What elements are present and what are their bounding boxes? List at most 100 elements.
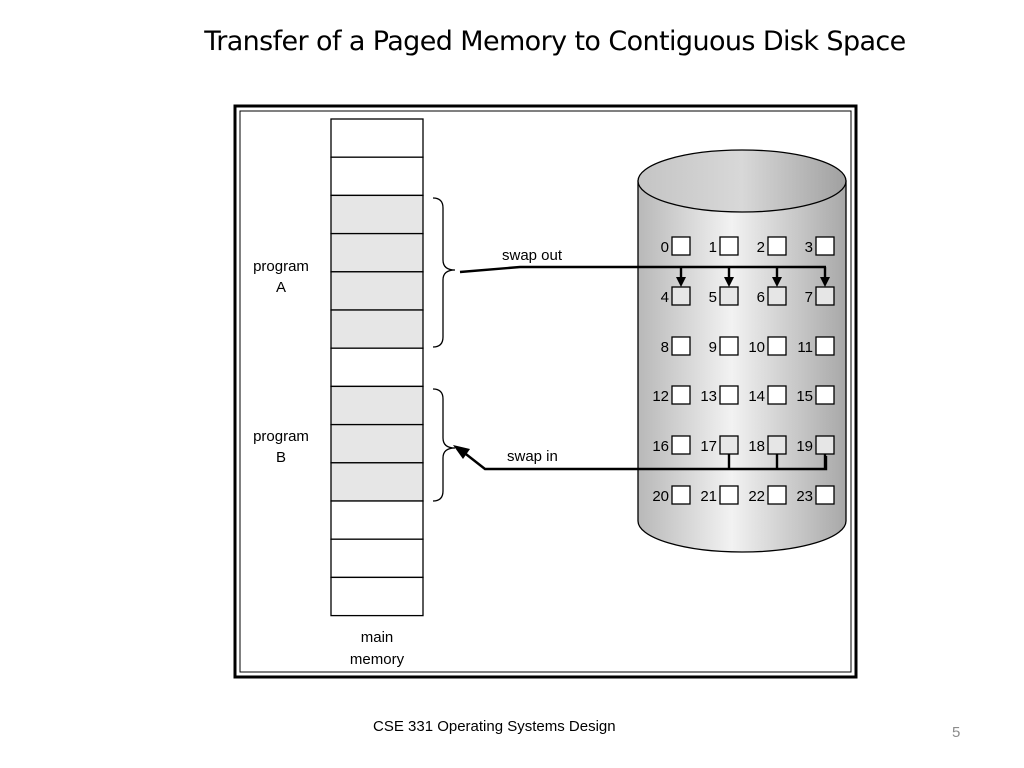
disk-block: 14 [748,385,787,405]
disk-block-box [767,236,787,256]
disk-block: 10 [748,336,787,356]
memory-frame [330,538,424,579]
disk-block-box [719,485,739,505]
disk-block-number: 16 [652,438,669,455]
disk-block-number: 14 [748,388,765,405]
disk-block: 17 [700,435,739,455]
disk-block-box [719,236,739,256]
slide-title: Transfer of a Paged Memory to Contiguous… [204,26,906,57]
disk-block: 21 [700,485,739,505]
disk-block-box [815,385,835,405]
memory-frame [330,500,424,540]
disk-block: 2 [757,236,787,256]
disk-block-number: 13 [700,388,717,405]
disk-block-number: 18 [748,438,765,455]
disk-block: 18 [748,435,787,455]
disk-block-box [671,336,691,356]
disk-block: 9 [709,336,739,356]
disk-block: 20 [652,485,691,505]
page-number: 5 [952,724,961,741]
memory-frame [330,232,424,273]
swap-in-arrow [453,445,828,471]
disk-block-box [767,385,787,405]
disk-block: 13 [700,385,739,405]
swap-out-arrowhead [676,277,686,287]
disk-block: 11 [797,336,835,356]
disk-block-number: 15 [796,388,813,405]
disk-block-box [719,336,739,356]
disk-block-box [719,286,739,306]
program-a-label-line2: A [276,279,286,296]
disk-block-number: 10 [748,339,765,356]
disk-block: 5 [709,286,739,306]
disk-block-box [767,435,787,455]
swap-out-arrowhead [820,277,830,287]
disk-block-box [719,435,739,455]
swap-out-arrow [459,265,830,287]
disk-block: 22 [748,485,787,505]
memory-frame [330,423,424,464]
slide-footer: CSE 331 Operating Systems Design [373,718,616,735]
disk-block-number: 21 [700,488,717,505]
disk-block-number: 12 [652,388,669,405]
swap-out-label: swap out [502,247,563,264]
disk-block-number: 8 [661,339,669,356]
disk-block-number: 0 [661,239,669,256]
disk-block-box [719,385,739,405]
main-memory-stack [330,118,424,617]
memory-frame [330,118,424,158]
disk-block-number: 9 [709,339,717,356]
memory-frame [330,271,424,311]
program-a-label-line1: program [253,258,309,275]
disk-block-box [767,286,787,306]
disk-block: 23 [796,485,835,505]
disk-block-number: 22 [748,488,765,505]
swap-out-arrowhead [724,277,734,287]
disk-block: 4 [661,286,691,306]
disk-block-box [815,435,835,455]
disk-block: 6 [757,286,787,306]
program-b-label-line1: program [253,428,309,445]
disk-block-box [767,336,787,356]
swap-out-arrowhead [772,277,782,287]
disk-cylinder [637,149,847,553]
main-memory-label-line1: main [361,629,394,646]
swap-in-label: swap in [507,448,558,465]
disk-block-box [671,236,691,256]
disk-block-number: 23 [796,488,813,505]
program-a-brace [432,197,456,348]
disk-block: 16 [652,435,691,455]
disk-block-number: 19 [796,438,813,455]
disk-block-box [671,286,691,306]
disk-block-box [815,236,835,256]
disk-block-number: 5 [709,289,717,306]
disk-block: 12 [652,385,691,405]
disk-block-number: 7 [805,289,813,306]
disk-block-box [671,435,691,455]
disk-block: 8 [661,336,691,356]
disk-block: 3 [805,236,835,256]
disk-block-box [671,485,691,505]
disk-block-number: 17 [700,438,717,455]
memory-frame [330,385,424,426]
memory-frame [330,194,424,235]
disk-block-number: 1 [709,239,717,256]
disk-block: 15 [796,385,835,405]
memory-frame [330,462,424,502]
memory-frame [330,347,424,388]
disk-block-box [767,485,787,505]
disk-block-number: 11 [797,339,813,356]
memory-frame [330,309,424,349]
disk-block: 0 [661,236,691,256]
disk-block-number: 2 [757,239,765,256]
program-b-brace [432,388,456,502]
memory-frame [330,156,424,197]
disk-block-number: 6 [757,289,765,306]
disk-block-box [815,286,835,306]
program-b-label-line2: B [276,449,286,466]
disk-block: 1 [709,236,739,256]
disk-block-box [671,385,691,405]
